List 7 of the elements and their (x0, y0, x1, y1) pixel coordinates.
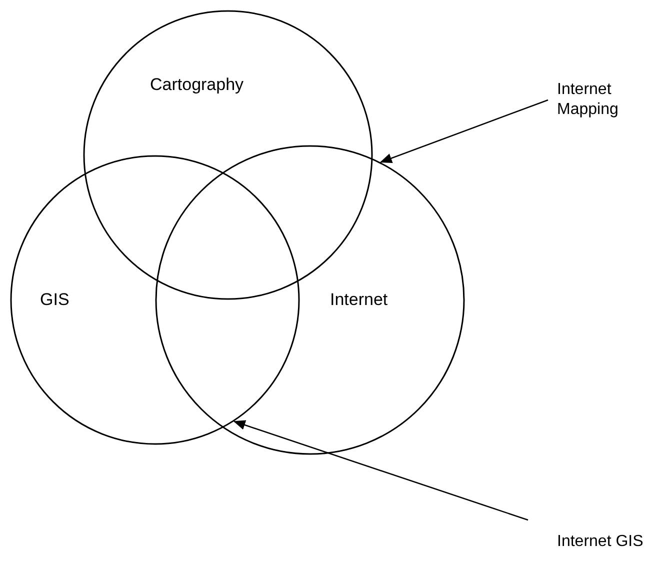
leader-arrow (380, 99, 548, 163)
set-label: Internet (330, 290, 388, 310)
set-label: Cartography (150, 75, 244, 95)
callout-text: Internet GIS (557, 532, 663, 552)
leader-arrow (233, 420, 528, 521)
set-label: GIS (40, 290, 70, 310)
callout-text: Internet Mapping (557, 80, 637, 120)
